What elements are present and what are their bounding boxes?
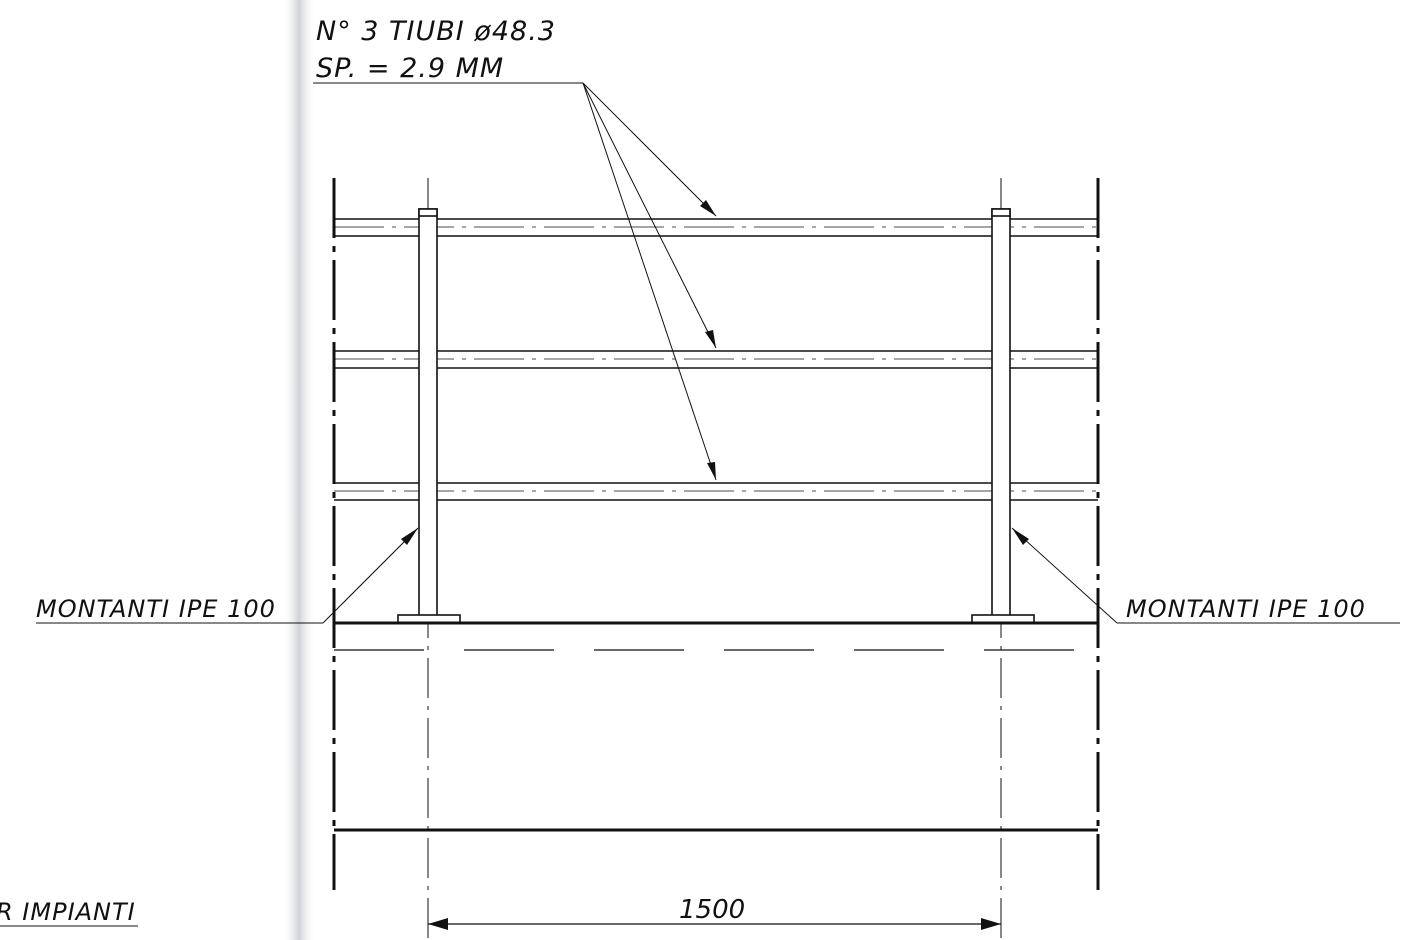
arrowhead-bottom-rail — [707, 462, 716, 480]
arrowhead-middle-rail — [705, 330, 716, 348]
bottom-rail — [334, 482, 1098, 501]
pipes-callout-line1: N° 3 TIUBI ø48.3 — [316, 16, 556, 47]
span-dimension-label: 1500 — [679, 895, 745, 925]
arrowhead-top-rail — [700, 200, 716, 216]
middle-rail — [334, 350, 1098, 369]
arrowhead-left-post — [401, 528, 418, 545]
dimension-arrow-right — [981, 918, 1001, 930]
top-rail — [334, 218, 1098, 237]
posts-callout-left: MONTANTI IPE 100 — [36, 595, 276, 623]
partial-bottom-label: R IMPIANTI — [0, 898, 136, 926]
pipes-leaders — [313, 82, 717, 481]
posts-leaders — [36, 527, 1400, 624]
dimension-arrow-left — [428, 918, 448, 930]
scan-fold-shadow — [282, 0, 316, 940]
posts-callout-right: MONTANTI IPE 100 — [1126, 595, 1366, 623]
left-post — [397, 208, 461, 624]
pipes-callout-line2: SP. = 2.9 MM — [316, 53, 504, 84]
arrowhead-right-post — [1012, 528, 1029, 545]
right-post — [971, 208, 1035, 624]
